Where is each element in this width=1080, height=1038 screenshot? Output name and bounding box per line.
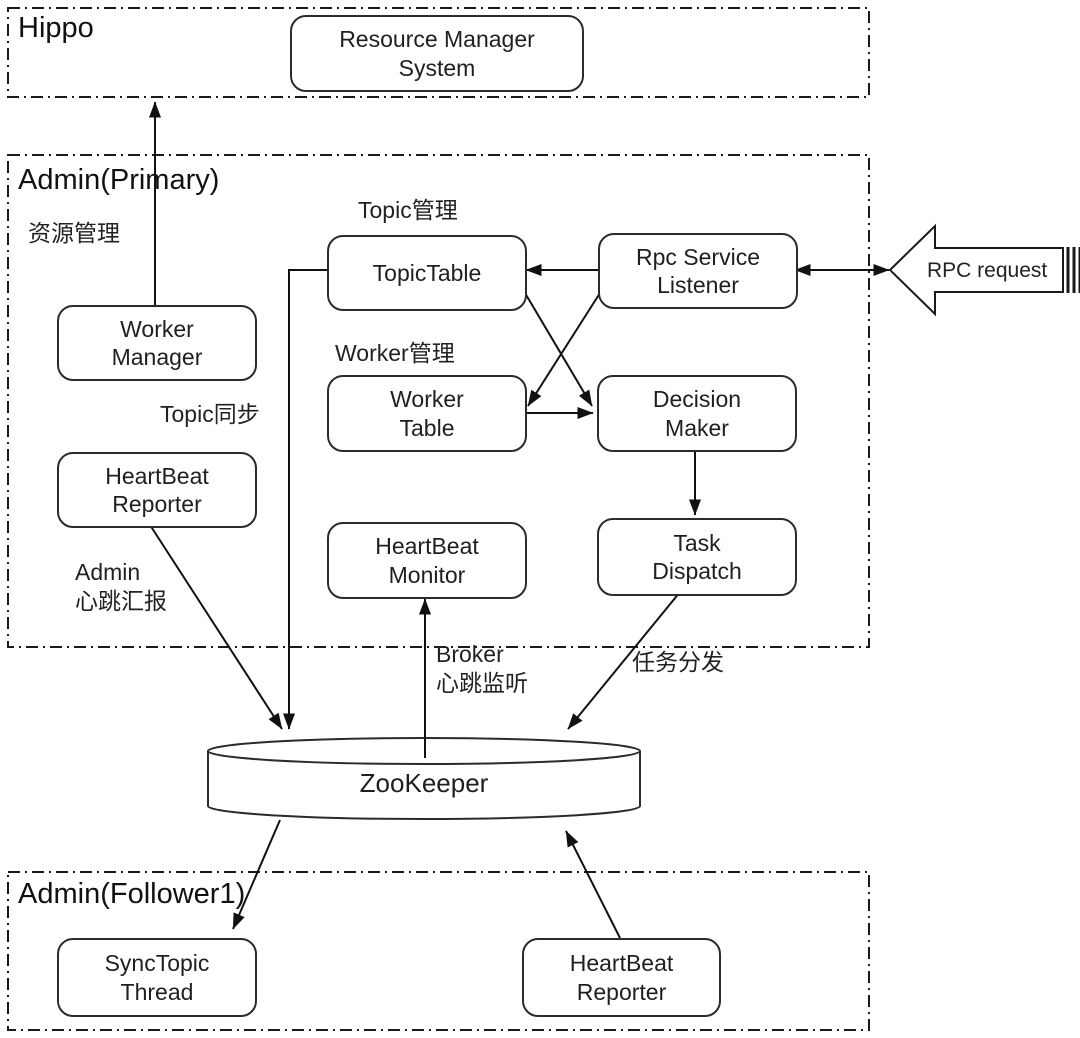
admin-primary-container-border <box>7 154 870 648</box>
label-rpc-request: RPC request <box>927 259 1048 282</box>
admin-follower-container-border <box>7 871 870 1031</box>
node-heartbeat-reporter-follower: HeartBeat Reporter <box>522 938 721 1017</box>
label-task-distribution: 任务分发 <box>632 649 724 675</box>
edge-task-dispatch-to-zookeeper <box>567 591 681 730</box>
node-resource-manager-system: Resource Manager System <box>290 15 584 92</box>
node-rpc-service-listener: Rpc Service Listener <box>598 233 798 309</box>
edge-listener-to-worker-table <box>527 292 601 407</box>
label-admin-heartbeat-report: Admin 心跳汇报 <box>75 559 167 614</box>
label-topic-sync: Topic同步 <box>160 401 260 427</box>
edge-topictable-to-decision-maker <box>524 292 593 407</box>
edge-heartbeat-reporter-to-zookeeper <box>149 524 283 730</box>
label-broker-heartbeat-listen: Broker 心跳监听 <box>436 641 528 696</box>
edge-zookeeper-to-sync-topic-thread <box>232 819 281 930</box>
node-worker-manager: Worker Manager <box>57 305 257 381</box>
rpc-request-block-arrow <box>888 223 1080 317</box>
zookeeper-label: ZooKeeper <box>359 767 489 798</box>
hippo-container-border <box>7 7 870 98</box>
node-task-dispatch: Task Dispatch <box>597 518 797 596</box>
node-sync-topic-thread: SyncTopic Thread <box>57 938 257 1017</box>
node-worker-table: Worker Table <box>327 375 527 452</box>
node-topic-table: TopicTable <box>327 235 527 311</box>
edge-topictable-to-zookeeper-topic-sync <box>283 269 327 730</box>
node-heartbeat-reporter-primary: HeartBeat Reporter <box>57 452 257 528</box>
admin-primary-container-label: Admin(Primary) <box>18 164 220 196</box>
label-resource-management: 资源管理 <box>28 220 120 246</box>
edge-follower-heartbeat-to-zookeeper <box>565 830 621 939</box>
label-worker-management: Worker管理 <box>335 340 455 366</box>
label-topic-management: Topic管理 <box>358 197 458 223</box>
node-decision-maker: Decision Maker <box>597 375 797 452</box>
hippo-container-label: Hippo <box>18 12 94 44</box>
node-heartbeat-monitor: HeartBeat Monitor <box>327 522 527 599</box>
admin-follower-container-label: Admin(Follower1) <box>18 878 246 910</box>
